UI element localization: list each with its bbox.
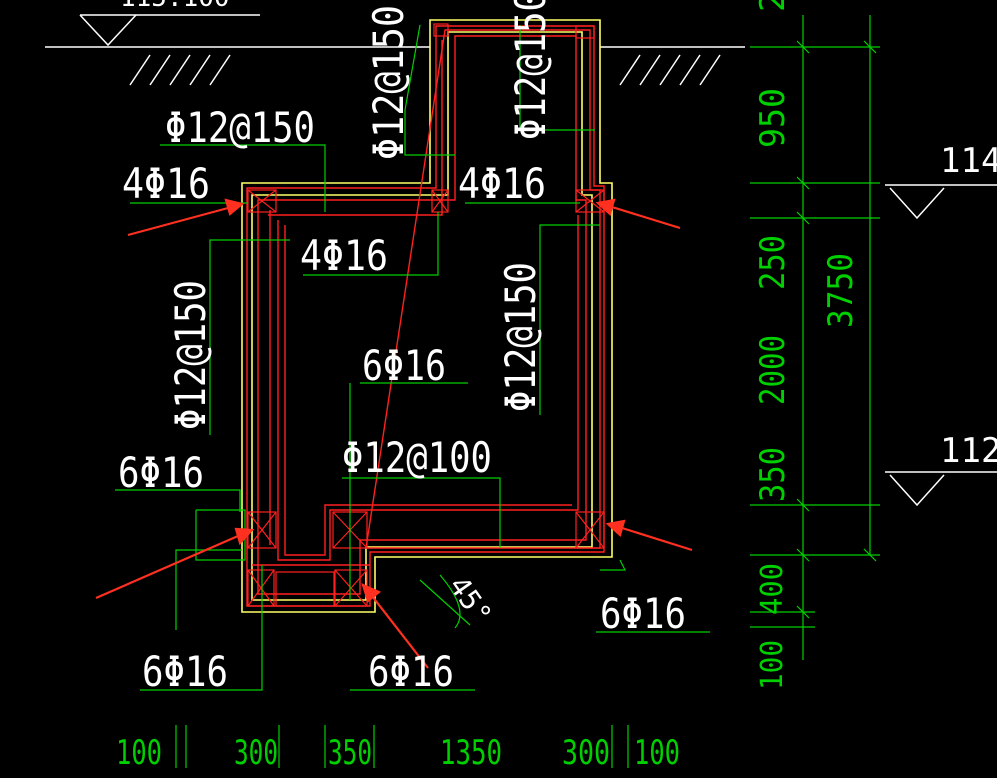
dim-v-400: 400	[755, 563, 790, 615]
elevation-upper: 114.9	[940, 141, 997, 181]
horizontal-dimension	[175, 725, 629, 768]
leader-lines	[115, 24, 710, 691]
node-bottom-mid	[275, 571, 335, 607]
dim-v-2000: 2000	[753, 335, 793, 405]
node-top-left-top	[433, 23, 449, 37]
arrow-bottom	[371, 595, 429, 669]
label-corner-right: 4Φ16	[458, 159, 546, 208]
label-bottom-mid: 6Φ16	[368, 647, 454, 696]
dim-h-100-right: 100	[634, 733, 680, 773]
label-right-wall: Φ12@150	[496, 262, 545, 412]
arrow-top-left	[127, 206, 229, 237]
arrow-top-right	[611, 205, 681, 230]
label-bottom-right: 6Φ16	[600, 589, 686, 638]
dim-v-950: 950	[753, 88, 793, 148]
label-left-wall: Φ12@150	[166, 280, 215, 430]
label-angle: 45°	[442, 570, 498, 630]
elevation-top: 115.100	[120, 0, 230, 13]
label-inner-mid: 6Φ16	[362, 341, 446, 390]
ground-lines	[45, 14, 745, 86]
label-top-slab-left: Φ12@150	[165, 103, 315, 152]
node-mid-right	[575, 511, 605, 549]
label-bottom-left: 6Φ16	[142, 647, 228, 696]
label-top-left-wall: Φ12@150	[364, 5, 413, 160]
label-corner-left: 4Φ16	[122, 159, 210, 208]
dim-v-top: 2	[753, 0, 793, 12]
node-top-left	[247, 189, 277, 213]
node-top-right-top	[575, 25, 595, 39]
label-top-right-wall: Φ12@150	[506, 0, 555, 140]
dim-v-350: 350	[753, 447, 793, 502]
dim-h-1350: 1350	[440, 733, 502, 773]
node-bottom-left	[247, 569, 275, 607]
elevation-markers	[885, 184, 997, 507]
dim-v-total: 3750	[821, 253, 861, 328]
vertical-dimension	[750, 15, 880, 660]
annotation-arrows	[95, 198, 693, 669]
dim-v-250: 250	[753, 235, 793, 290]
arrow-mid-right	[621, 526, 693, 552]
label-inner-corner: 4Φ16	[300, 231, 388, 280]
arrow-mid-left	[95, 534, 239, 600]
dim-h-300-right: 300	[562, 733, 610, 773]
node-top-inner	[431, 189, 449, 213]
dim-h-350: 350	[328, 733, 372, 773]
dim-h-300-left: 300	[234, 733, 278, 773]
label-left-base: 6Φ16	[118, 448, 204, 497]
dim-v-100: 100	[755, 640, 790, 690]
label-bottom-slab: Φ12@100	[342, 433, 492, 482]
dim-h-100-left: 100	[116, 733, 162, 773]
elevation-lower: 112.9	[940, 431, 997, 471]
